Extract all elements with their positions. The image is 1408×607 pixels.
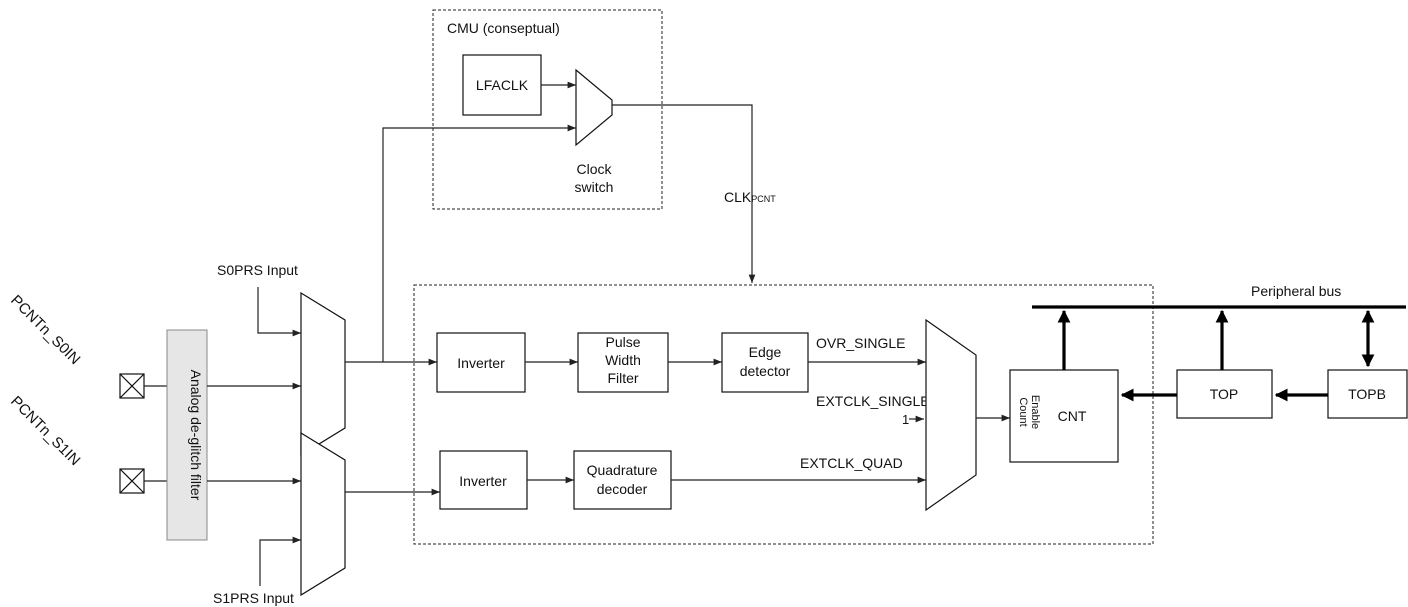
ovr-single-label: OVR_SINGLE <box>816 335 905 351</box>
peripheral-bus-label: Peripheral bus <box>1251 283 1341 299</box>
pwf-label-2: Width <box>605 352 641 368</box>
quad-label-2: decoder <box>597 481 648 497</box>
quadrature-decoder-block <box>573 450 672 510</box>
clock-switch-label-1: Clock <box>576 161 612 177</box>
s0-to-clock-switch-wire <box>382 124 576 362</box>
clk-pcnt-label: CLKPCNT <box>724 189 776 205</box>
clk-pcnt-wire <box>612 104 756 283</box>
s1prs-wire <box>259 536 301 586</box>
pwf-label-1: Pulse <box>605 334 640 350</box>
pin-s0-icon <box>119 373 145 399</box>
cmu-label: CMU (conseptual) <box>447 20 560 36</box>
top-label: TOP <box>1210 386 1239 402</box>
one-input-label: 1 <box>902 412 909 427</box>
clock-switch-label-2: switch <box>575 179 614 195</box>
clock-switch-mux <box>575 68 613 147</box>
extclk-quad-label: EXTCLK_QUAD <box>800 455 903 471</box>
pin-s1-icon <box>119 468 145 494</box>
clk-sub-text: PCNT <box>751 194 776 204</box>
s1-mux <box>300 431 346 597</box>
inverter-bottom-block <box>439 450 528 510</box>
cmu-region <box>432 9 663 210</box>
pcnt-region <box>413 284 1154 545</box>
analog-deglitch-filter <box>166 329 208 541</box>
clk-main-text: CLK <box>724 189 752 205</box>
filter-label: Analog de-glitch filter <box>188 370 204 501</box>
pulse-width-filter-block <box>577 332 669 393</box>
inverter-bottom-label: Inverter <box>459 473 507 489</box>
count-enable-label-1: Count <box>1017 397 1029 426</box>
pin-s1-label: PCNTn_S1IN <box>7 393 83 469</box>
count-enable-label-2: Enable <box>1029 395 1041 429</box>
pwf-label-3: Filter <box>607 370 638 386</box>
s1prs-input-label: S1PRS Input <box>213 590 294 606</box>
edge-label-1: Edge <box>749 344 782 360</box>
pin-s0-label: PCNTn_S0IN <box>7 292 83 368</box>
lfaclk-label: LFACLK <box>476 77 529 93</box>
quad-label-1: Quadrature <box>587 462 658 478</box>
inverter-top-block <box>436 332 526 393</box>
lfaclk-block <box>462 54 542 116</box>
s0prs-input-label: S0PRS Input <box>217 262 298 278</box>
edge-label-2: detector <box>740 363 791 379</box>
extclk-single-label: EXTCLK_SINGLE <box>816 393 930 409</box>
inverter-top-label: Inverter <box>457 355 505 371</box>
s0-mux <box>300 291 346 457</box>
count-enable-mux <box>925 318 977 512</box>
s0prs-wire <box>257 287 301 337</box>
top-block <box>1176 369 1273 419</box>
cnt-block <box>1009 369 1119 463</box>
topb-label: TOPB <box>1348 386 1386 402</box>
cnt-label: CNT <box>1058 408 1087 424</box>
topb-block <box>1327 369 1408 419</box>
